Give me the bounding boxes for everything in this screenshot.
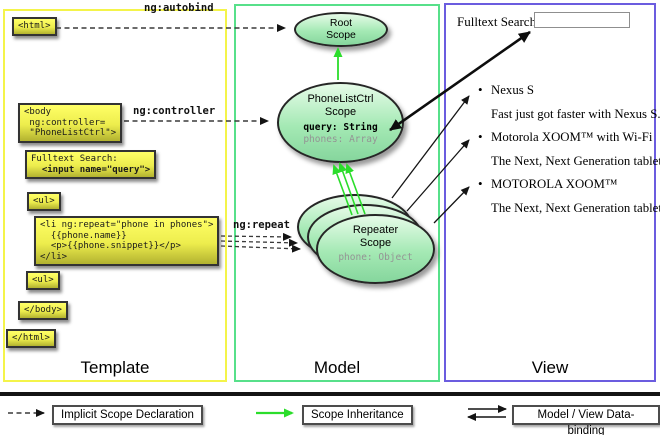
ng-controller-label: ng:controller <box>133 105 216 117</box>
ng-autobind-label: ng:autobind <box>144 2 214 14</box>
repeater-scope-title: Repeater Scope <box>352 224 399 249</box>
code-fulltext-label-line: Fulltext Search: <box>31 154 118 164</box>
phonelistctrl-scope-title: PhoneListCtrl Scope <box>307 93 374 118</box>
ng-repeat-label: ng:repeat <box>233 219 290 231</box>
phone-item-desc: Fast just got faster with Nexus S. <box>491 106 660 121</box>
legend-divider <box>0 392 660 396</box>
code-fulltext-input: Fulltext Search: <input name="query"> <box>25 150 157 179</box>
code-body-close-tag: </body> <box>18 301 68 320</box>
phone-item-title: Motorola XOOM™ with Wi-Fi <box>478 130 652 144</box>
repeater-prop-phone: phone: Object <box>338 252 413 263</box>
legend-scope-inheritance: Scope Inheritance <box>302 405 413 425</box>
phonelistctrl-scope-ellipse: PhoneListCtrl Scope query: String phones… <box>277 82 404 163</box>
code-body-open-tag: <body ng:controller= "PhoneListCtrl"> <box>18 103 123 143</box>
phone-item-desc: The Next, Next Generation tablet. <box>491 153 660 168</box>
code-li-repeat-tag: <li ng:repeat="phone in phones"> {{phone… <box>34 216 220 266</box>
legend-implicit-scope-declaration: Implicit Scope Declaration <box>52 405 203 425</box>
legend-model-view-databinding: Model / View Data-binding <box>512 405 660 435</box>
repeater-scope-ellipse: Repeater Scope phone: Object <box>316 214 435 284</box>
root-scope-title: Root Scope <box>326 17 356 41</box>
code-input-tag-line: <input name="query"> <box>31 164 151 175</box>
phone-list: Nexus S Fast just got faster with Nexus … <box>478 83 660 224</box>
template-column-label: Template <box>80 358 150 377</box>
model-column-label: Model <box>313 358 361 377</box>
phone-item-title: Nexus S <box>478 83 651 97</box>
phone-item-desc: The Next, Next Generation tablet. <box>491 200 660 215</box>
code-html-close-tag: </html> <box>6 329 56 348</box>
model-column: Model <box>234 4 440 382</box>
phone-item-title: MOTOROLA XOOM™ <box>478 177 651 191</box>
code-ul-open-tag: <ul> <box>27 192 61 211</box>
phonelistctrl-prop-query: query: String <box>303 122 378 133</box>
fulltext-search-label: Fulltext Search: <box>457 14 540 29</box>
code-html-open-tag: <html> <box>12 17 57 36</box>
phonelistctrl-prop-phones: phones: Array <box>303 134 378 145</box>
code-ul-close-tag: <ul> <box>26 271 60 290</box>
root-scope-ellipse: Root Scope <box>294 12 388 47</box>
fulltext-search-input[interactable] <box>534 12 630 28</box>
view-column-label: View <box>531 358 569 377</box>
